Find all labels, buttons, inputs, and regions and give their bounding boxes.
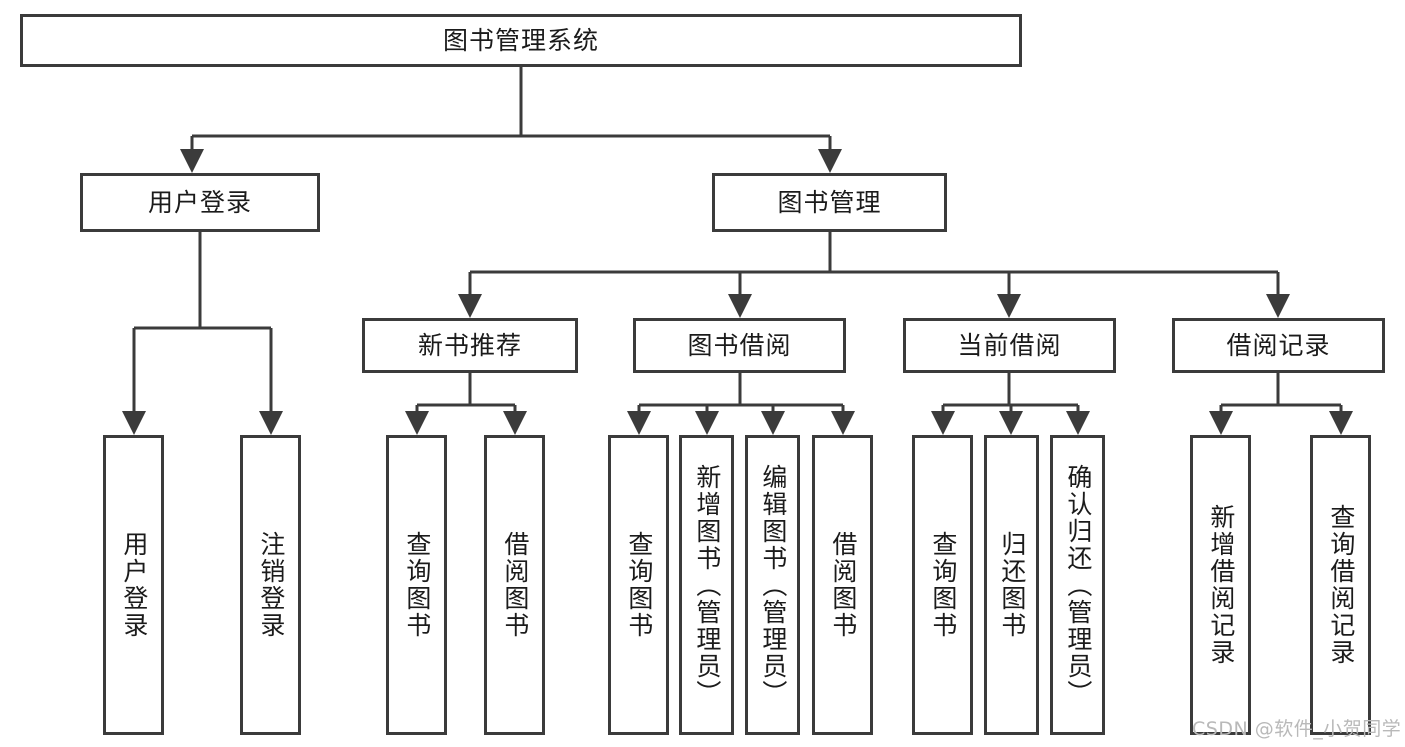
node-label: 图书借阅 <box>687 330 792 360</box>
node-label: 用户登录 <box>119 531 149 639</box>
node-label: 查询图书 <box>928 531 958 639</box>
node-label: 借阅记录 <box>1226 330 1331 360</box>
node-record-query[interactable]: 查询借阅记录 <box>1310 435 1371 735</box>
node-label: 图书管理 <box>777 187 882 217</box>
node-label: 新增借阅记录 <box>1206 504 1236 666</box>
node-label: 用户登录 <box>147 187 252 217</box>
node-borrow-edit-book[interactable]: 编辑图书（管理员） <box>745 435 800 735</box>
node-current-return-book[interactable]: 归还图书 <box>984 435 1039 735</box>
node-recommend-borrow-book[interactable]: 借阅图书 <box>484 435 545 735</box>
node-current-confirm-return[interactable]: 确认归还（管理员） <box>1050 435 1105 735</box>
node-label: 注销登录 <box>256 531 286 639</box>
node-record-add[interactable]: 新增借阅记录 <box>1190 435 1251 735</box>
node-current-query-book[interactable]: 查询图书 <box>912 435 973 735</box>
node-current-borrow[interactable]: 当前借阅 <box>903 318 1116 373</box>
node-user-login-do[interactable]: 用户登录 <box>103 435 164 735</box>
node-borrow-record[interactable]: 借阅记录 <box>1172 318 1385 373</box>
node-label: 当前借阅 <box>957 330 1062 360</box>
watermark-text: CSDN @软件_小贺同学 <box>1192 718 1402 740</box>
node-book-management[interactable]: 图书管理 <box>712 173 947 232</box>
node-label: 查询图书 <box>402 531 432 639</box>
node-label: 新书推荐 <box>417 330 522 360</box>
node-label: 确认归还（管理员） <box>1063 463 1093 707</box>
node-user-login[interactable]: 用户登录 <box>80 173 320 232</box>
node-borrow-do-borrow[interactable]: 借阅图书 <box>812 435 873 735</box>
node-recommend-query-book[interactable]: 查询图书 <box>386 435 447 735</box>
node-label: 编辑图书（管理员） <box>758 463 788 707</box>
node-new-book-recommend[interactable]: 新书推荐 <box>362 318 578 373</box>
node-root-system[interactable]: 图书管理系统 <box>20 14 1022 67</box>
node-label: 借阅图书 <box>500 531 530 639</box>
node-label: 查询借阅记录 <box>1326 504 1356 666</box>
node-label: 借阅图书 <box>828 531 858 639</box>
node-borrow-add-book[interactable]: 新增图书（管理员） <box>679 435 734 735</box>
node-user-logout[interactable]: 注销登录 <box>240 435 301 735</box>
node-label: 图书管理系统 <box>442 25 599 55</box>
node-borrow-query-book[interactable]: 查询图书 <box>608 435 669 735</box>
node-label: 归还图书 <box>997 531 1027 639</box>
node-book-borrow[interactable]: 图书借阅 <box>633 318 846 373</box>
node-label: 查询图书 <box>624 531 654 639</box>
node-label: 新增图书（管理员） <box>692 463 722 707</box>
